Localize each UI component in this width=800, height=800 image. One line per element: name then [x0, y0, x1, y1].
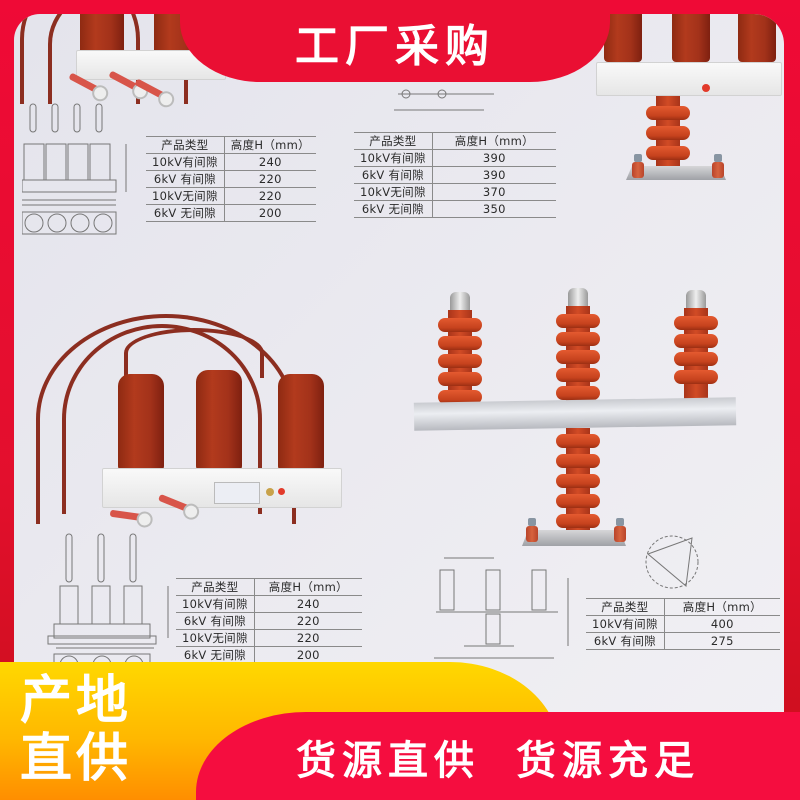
cell-type: 6kV 有间隙: [176, 612, 255, 630]
four-column-technical-drawing: [22, 103, 127, 235]
table-row: 10kV有间隙 240: [176, 595, 362, 613]
cell-type: 6kV 无间隙: [176, 646, 255, 664]
table-row: 6kV 有间隙 220: [146, 170, 316, 188]
mounting-plate: [626, 166, 726, 180]
bolt: [632, 154, 644, 178]
table-row: 10kV有间隙 240: [146, 153, 316, 171]
steel-bracket-bar: [413, 397, 737, 431]
table-row: 10kV无间隙 370: [354, 183, 556, 201]
cell-type: 6kV 无间隙: [354, 200, 433, 218]
column-header-product-type: 产品类型: [354, 132, 433, 150]
cell-height: 240: [224, 153, 316, 171]
bolt: [712, 154, 724, 178]
mounting-dimension-drawing: [394, 89, 494, 111]
cell-type: 10kV有间隙: [354, 149, 433, 167]
cell-type: 6kV 无间隙: [146, 204, 225, 222]
table-row: 10kV有间隙 400: [586, 615, 780, 633]
red-insulator-cap: [738, 14, 776, 62]
table-row: 6kV 有间隙 275: [586, 632, 780, 650]
spec-table-four-column: 产品类型 高度H（mm） 10kV有间隙 240 6kV 有间隙 220 10k…: [146, 136, 316, 222]
cell-height: 350: [432, 200, 556, 218]
cell-height: 400: [664, 615, 780, 633]
column-header-product-type: 产品类型: [176, 578, 255, 596]
column-header-height: 高度H（mm）: [432, 132, 556, 150]
spec-table-pole-mounted: 产品类型 高度H（mm） 10kV有间隙 390 6kV 有间隙 390 10k…: [354, 132, 556, 218]
mounting-plate: [522, 530, 626, 546]
top-title-banner: 工厂采购: [180, 0, 610, 82]
column-header-height: 高度H（mm）: [664, 598, 780, 616]
cell-type: 10kV有间隙: [146, 153, 225, 171]
red-insulator-cap: [278, 374, 324, 472]
red-insulator-cap: [196, 370, 242, 472]
column-header-product-type: 产品类型: [146, 136, 225, 154]
table-row: 6kV 有间隙 390: [354, 166, 556, 184]
red-insulator-cap: [604, 14, 642, 62]
column-header-product-type: 产品类型: [586, 598, 665, 616]
column-header-height: 高度H（mm）: [254, 578, 362, 596]
spec-table-three-phase: 产品类型 高度H（mm） 10kV有间隙 240 6kV 有间隙 220 10k…: [176, 578, 362, 664]
cell-height: 220: [224, 187, 316, 205]
white-base-box: [596, 62, 782, 96]
cable: [62, 324, 262, 514]
origin-line-1: 产地: [20, 671, 133, 731]
table-row: 10kV无间隙 220: [146, 187, 316, 205]
cell-height: 275: [664, 632, 780, 650]
triangle-mounting-drawing: [645, 535, 699, 589]
cable: [124, 328, 264, 378]
table-row: 6kV 无间隙 200: [176, 646, 362, 664]
insulator-column: [438, 292, 482, 422]
cell-type: 10kV有间隙: [586, 615, 665, 633]
slogan-ample-stock: 货源充足: [516, 738, 700, 784]
table-row: 6kV 无间隙 350: [354, 200, 556, 218]
slogan-banner: [196, 712, 800, 800]
indicator-light: [702, 84, 710, 92]
insulator-column: [556, 428, 600, 540]
table-row: 6kV 无间隙 200: [146, 204, 316, 222]
ground-terminal: [266, 488, 274, 496]
cell-height: 370: [432, 183, 556, 201]
nameplate: [214, 482, 260, 504]
origin-line-2: 直供: [20, 729, 133, 789]
table-row: 10kV有间隙 390: [354, 149, 556, 167]
product-canvas: 产品类型 高度H（mm） 10kV有间隙 240 6kV 有间隙 220 10k…: [14, 14, 784, 774]
slogan-text: 货源直供货源充足: [296, 728, 700, 786]
slogan-direct-supply: 货源直供: [296, 738, 480, 784]
red-insulator-cap: [672, 14, 710, 62]
cell-type: 6kV 有间隙: [354, 166, 433, 184]
bolt: [526, 518, 538, 542]
title-factory-purchase: 工厂采购: [295, 21, 495, 72]
cell-height: 220: [254, 612, 362, 630]
insulator-column: [556, 288, 600, 422]
spec-table-bracket: 产品类型 高度H（mm） 10kV有间隙 400 6kV 有间隙 275: [586, 598, 780, 650]
table-row: 10kV无间隙 220: [176, 629, 362, 647]
cell-type: 6kV 有间隙: [586, 632, 665, 650]
cell-type: 10kV无间隙: [176, 629, 255, 647]
three-phase-technical-drawing: [47, 533, 169, 676]
cell-height: 200: [224, 204, 316, 222]
cell-height: 220: [224, 170, 316, 188]
bracket-technical-drawing: [434, 557, 569, 659]
bolt: [614, 518, 626, 542]
cell-type: 10kV无间隙: [146, 187, 225, 205]
cell-type: 10kV无间隙: [354, 183, 433, 201]
cell-height: 240: [254, 595, 362, 613]
red-insulator-cap: [118, 374, 164, 472]
cell-type: 6kV 有间隙: [146, 170, 225, 188]
cell-type: 10kV有间隙: [176, 595, 255, 613]
table-row: 6kV 有间隙 220: [176, 612, 362, 630]
cell-height: 390: [432, 166, 556, 184]
cell-height: 390: [432, 149, 556, 167]
indicator-light: [278, 488, 285, 495]
column-header-height: 高度H（mm）: [224, 136, 316, 154]
origin-direct-supply-label: 产地 直供: [20, 672, 160, 788]
cell-height: 220: [254, 629, 362, 647]
insulator-column: [646, 96, 690, 176]
insulator-column: [674, 290, 718, 416]
cell-height: 200: [254, 646, 362, 664]
